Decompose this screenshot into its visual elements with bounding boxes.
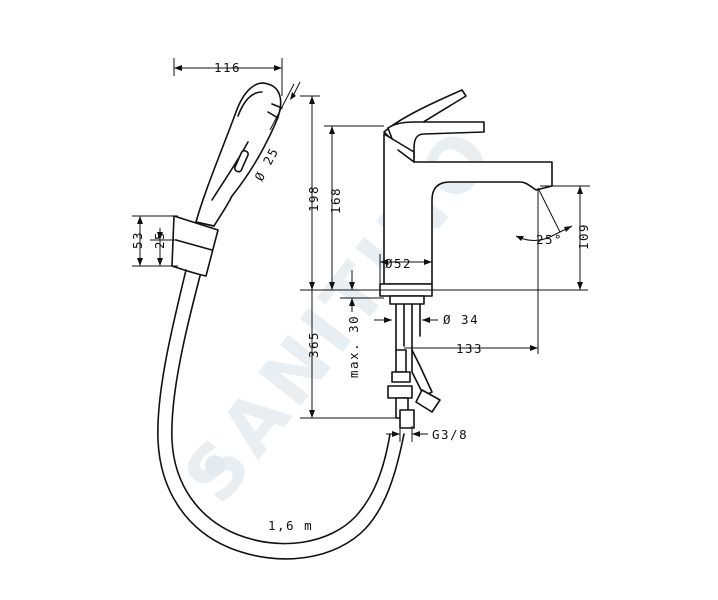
hose (157, 269, 405, 560)
dim-max-30-label: max. 30 (346, 315, 361, 378)
dim-168-label: 168 (328, 187, 343, 214)
dim-198-label: 198 (306, 185, 321, 212)
dim-133: 133 (404, 341, 538, 356)
mixer-body (379, 89, 553, 297)
dim-133-label: 133 (456, 341, 483, 356)
dim-116-label: 116 (214, 60, 241, 75)
dim-angle-25: 25° (515, 187, 573, 354)
dim-25-label: 25 (152, 231, 167, 249)
dim-109: 109 (540, 185, 591, 290)
dim-109-label: 109 (576, 223, 591, 250)
dim-52-label: Ø52 (385, 256, 412, 271)
dim-diameter-34: Ø 34 (374, 312, 479, 327)
dim-max-30: max. 30 (340, 270, 384, 378)
dim-34-label: Ø 34 (443, 312, 479, 327)
mixer-underside (387, 295, 441, 429)
dim-365: 365 (300, 290, 398, 419)
dim-198-168: 198 168 (300, 95, 588, 291)
dim-116: 116 (173, 58, 283, 96)
dim-g38-label: G3/8 (432, 427, 468, 442)
dim-365-label: 365 (306, 331, 321, 358)
dim-diameter-52: Ø52 (379, 254, 433, 284)
dim-angle-label: 25° (536, 232, 563, 247)
dim-g38: G3/8 (386, 426, 468, 442)
watermark-drop-icon (205, 455, 225, 475)
dim-53-label: 53 (130, 231, 145, 249)
dim-53-25: 53 25 (130, 215, 178, 267)
hose-length-label: 1,6 m (268, 518, 313, 533)
